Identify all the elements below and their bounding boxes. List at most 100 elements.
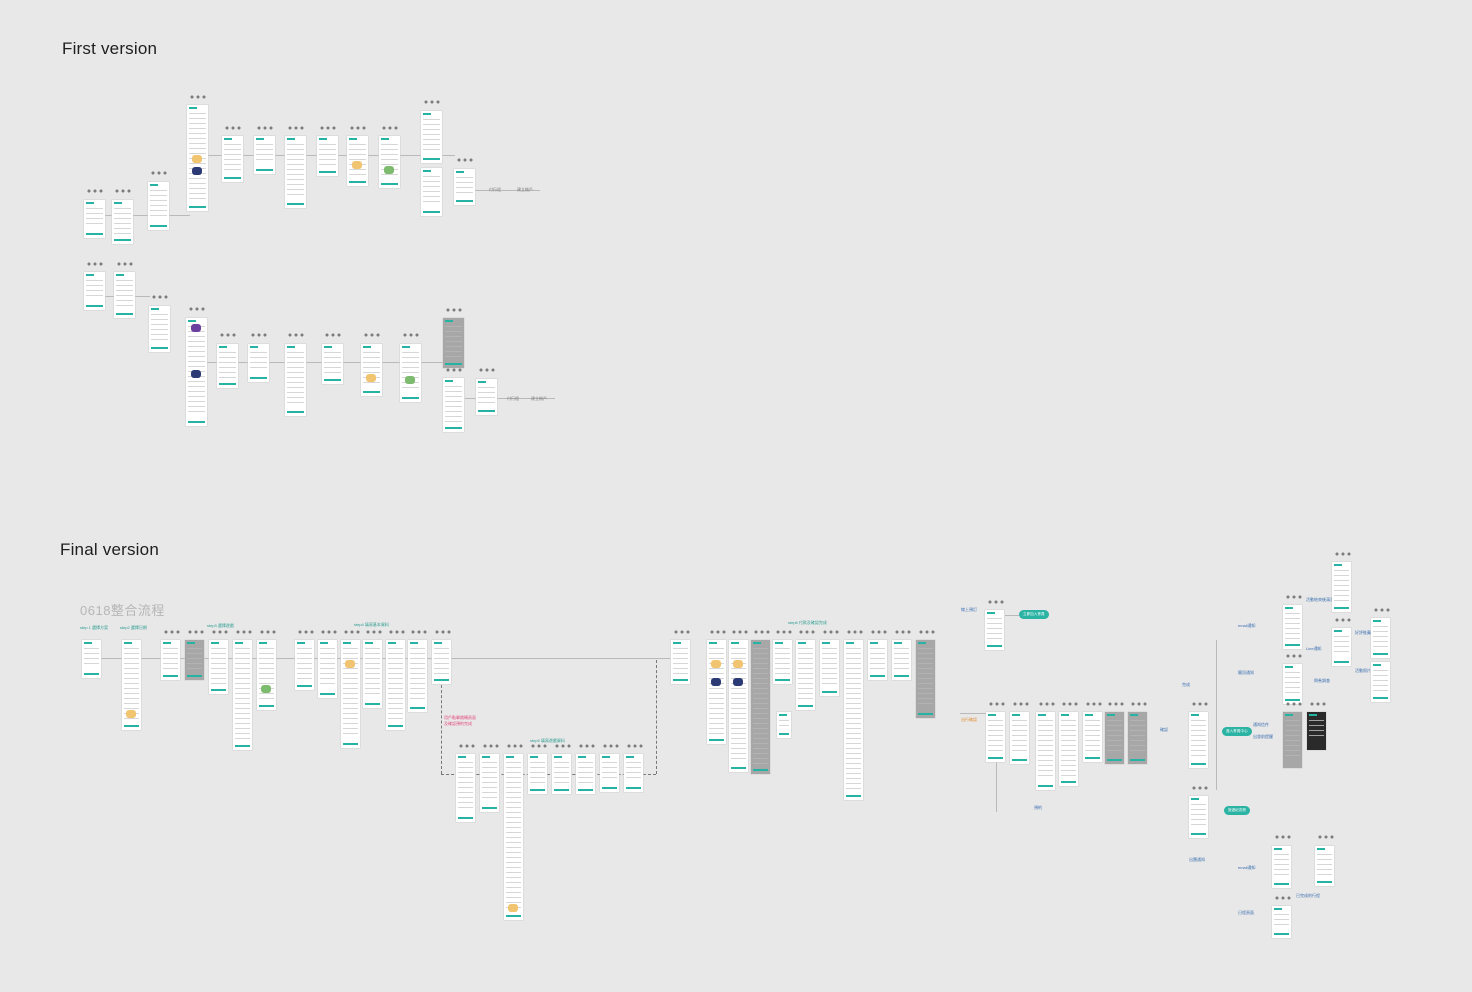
frame-menu-dots[interactable] <box>150 171 168 175</box>
frame-menu-dots[interactable] <box>410 630 428 634</box>
screen-frame[interactable] <box>186 318 207 426</box>
frame-menu-dots[interactable] <box>1285 702 1303 706</box>
screen-frame-overlay[interactable] <box>916 640 935 718</box>
frame-menu-dots[interactable] <box>1334 552 1352 556</box>
frame-menu-dots[interactable] <box>1191 786 1209 790</box>
frame-menu-dots[interactable] <box>530 744 548 748</box>
frame-menu-dots[interactable] <box>320 630 338 634</box>
frame-menu-dots[interactable] <box>709 630 727 634</box>
screen-frame[interactable] <box>254 136 275 174</box>
screen-frame[interactable] <box>233 640 252 750</box>
screen-frame[interactable] <box>363 640 382 708</box>
screen-frame[interactable] <box>257 640 276 710</box>
frame-menu-dots[interactable] <box>673 630 691 634</box>
frame-menu-dots[interactable] <box>235 630 253 634</box>
frame-menu-dots[interactable] <box>578 744 596 748</box>
screen-frame[interactable] <box>217 344 238 388</box>
screen-frame[interactable] <box>844 640 863 800</box>
screen-frame[interactable] <box>361 344 382 396</box>
screen-frame[interactable] <box>122 640 141 730</box>
screen-frame-overlay[interactable] <box>1105 712 1124 764</box>
screen-frame[interactable] <box>408 640 427 712</box>
frame-menu-dots[interactable] <box>1317 835 1335 839</box>
screen-frame[interactable] <box>624 754 643 792</box>
screen-frame[interactable] <box>1010 712 1029 764</box>
screen-frame[interactable] <box>347 136 368 186</box>
screen-frame[interactable] <box>285 344 306 416</box>
frame-menu-dots[interactable] <box>319 126 337 130</box>
screen-frame[interactable] <box>386 640 405 730</box>
screen-frame-overlay[interactable] <box>1283 712 1302 768</box>
screen-frame-dark-mode[interactable] <box>1307 712 1326 750</box>
frame-menu-dots[interactable] <box>1285 654 1303 658</box>
frame-menu-dots[interactable] <box>602 744 620 748</box>
screen-frame[interactable] <box>149 306 170 352</box>
screen-frame[interactable] <box>552 754 571 794</box>
frame-menu-dots[interactable] <box>151 295 169 299</box>
frame-menu-dots[interactable] <box>478 368 496 372</box>
frame-menu-dots[interactable] <box>456 158 474 162</box>
screen-frame[interactable] <box>84 272 105 310</box>
screen-frame[interactable] <box>480 754 499 812</box>
screen-frame[interactable] <box>84 200 105 238</box>
frame-menu-dots[interactable] <box>894 630 912 634</box>
screen-frame[interactable] <box>986 712 1005 762</box>
frame-menu-dots[interactable] <box>423 100 441 104</box>
frame-menu-dots[interactable] <box>1285 595 1303 599</box>
frame-menu-dots[interactable] <box>363 333 381 337</box>
screen-frame[interactable] <box>114 272 135 318</box>
frame-menu-dots[interactable] <box>753 630 771 634</box>
frame-menu-dots[interactable] <box>626 744 644 748</box>
screen-frame[interactable] <box>1332 628 1351 666</box>
screen-frame[interactable] <box>1083 712 1102 762</box>
screen-frame[interactable] <box>1283 664 1302 704</box>
screen-frame[interactable] <box>222 136 243 182</box>
frame-menu-dots[interactable] <box>988 702 1006 706</box>
frame-menu-dots[interactable] <box>846 630 864 634</box>
screen-frame[interactable] <box>443 378 464 432</box>
screen-frame-overlay[interactable] <box>185 640 204 680</box>
screen-frame[interactable] <box>209 640 228 694</box>
screen-frame[interactable] <box>476 379 497 415</box>
frame-menu-dots[interactable] <box>187 630 205 634</box>
screen-frame[interactable] <box>454 169 475 205</box>
frame-menu-dots[interactable] <box>918 630 936 634</box>
frame-menu-dots[interactable] <box>798 630 816 634</box>
frame-menu-dots[interactable] <box>870 630 888 634</box>
frame-menu-dots[interactable] <box>365 630 383 634</box>
frame-menu-dots[interactable] <box>458 744 476 748</box>
frame-menu-dots[interactable] <box>163 630 181 634</box>
frame-menu-dots[interactable] <box>1085 702 1103 706</box>
join-member-pill[interactable]: 立即加入會員 <box>1019 610 1049 619</box>
frame-menu-dots[interactable] <box>775 630 793 634</box>
screen-frame[interactable] <box>341 640 360 748</box>
screen-frame-overlay[interactable] <box>443 318 464 368</box>
screen-frame[interactable] <box>456 754 475 822</box>
frame-menu-dots[interactable] <box>1191 702 1209 706</box>
screen-frame[interactable] <box>671 640 690 684</box>
screen-frame[interactable] <box>576 754 595 794</box>
frame-menu-dots[interactable] <box>1274 835 1292 839</box>
screen-frame[interactable] <box>796 640 815 710</box>
frame-menu-dots[interactable] <box>402 333 420 337</box>
screen-frame[interactable] <box>400 344 421 402</box>
member-center-pill[interactable]: 進入會員中心 <box>1222 727 1252 736</box>
screen-frame[interactable] <box>161 640 180 680</box>
screen-frame[interactable] <box>1189 796 1208 838</box>
screen-frame[interactable] <box>379 136 400 188</box>
frame-menu-dots[interactable] <box>86 262 104 266</box>
frame-menu-dots[interactable] <box>1061 702 1079 706</box>
screen-frame[interactable] <box>82 640 101 678</box>
frame-menu-dots[interactable] <box>287 333 305 337</box>
frame-menu-dots[interactable] <box>287 126 305 130</box>
frame-menu-dots[interactable] <box>256 126 274 130</box>
screen-frame[interactable] <box>317 136 338 176</box>
frame-menu-dots[interactable] <box>116 262 134 266</box>
frame-menu-dots[interactable] <box>1038 702 1056 706</box>
frame-menu-dots[interactable] <box>1107 702 1125 706</box>
screen-frame[interactable] <box>322 344 343 384</box>
screen-frame[interactable] <box>187 105 208 211</box>
frame-menu-dots[interactable] <box>445 368 463 372</box>
screen-frame[interactable] <box>1283 605 1302 649</box>
screen-frame[interactable] <box>1371 662 1390 702</box>
